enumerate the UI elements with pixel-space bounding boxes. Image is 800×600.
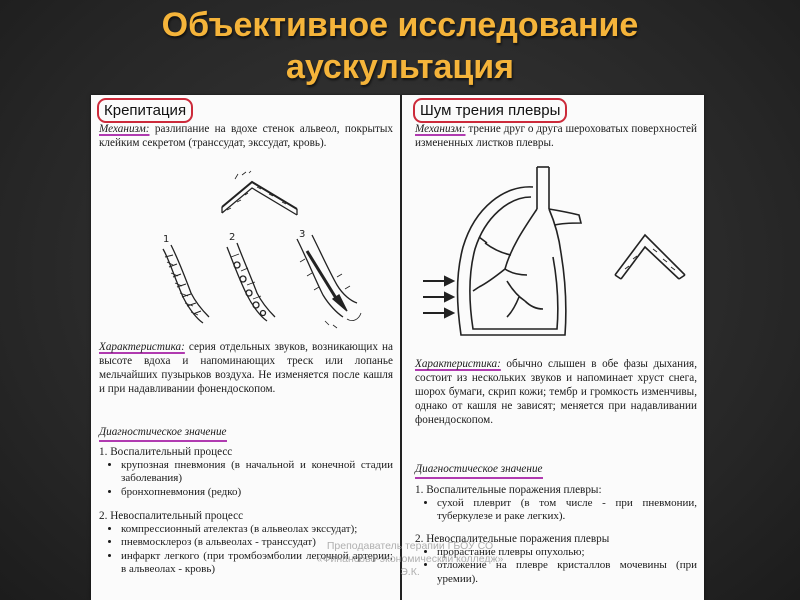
group1-title: 1. Воспалительный процесс	[99, 446, 233, 458]
pleural-diag-group1: 1. Воспалительные поражения плевры: сухо…	[415, 483, 697, 524]
crepitation-column: Крепитация Механизм: разлипание на вдохе…	[97, 95, 395, 600]
slide-title-line2: аускультация	[285, 48, 515, 86]
stage-3-label: 3	[299, 229, 305, 240]
mechanism-text: разлипание на вдохе стенок альвеол, покр…	[99, 123, 393, 149]
pleural-diag-group2: 2. Невоспалительные поражения плевры про…	[415, 532, 697, 586]
slide-title-line1: Объективное исследование	[161, 6, 639, 44]
characteristic-label: Характеристика:	[415, 358, 501, 370]
mechanism-label: Механизм:	[99, 123, 150, 135]
list-item: пневмосклероз (в альвеолах - транссудат)	[121, 536, 393, 549]
lung-pleura-drawing	[423, 166, 686, 336]
mechanism-label: Механизм:	[415, 123, 466, 135]
footer-line2: «Финансово-экономический колледж»	[316, 553, 504, 565]
column-divider	[400, 95, 402, 600]
crepitation-diag-title: Диагностическое значение	[99, 425, 227, 442]
alveoli-drawing: 1 2 3	[162, 170, 362, 329]
footer-line3: Э.К.	[400, 566, 420, 578]
crepitation-heading: Крепитация	[97, 98, 194, 123]
characteristic-text: обычно слышен в обе фазы дыхания, состои…	[415, 358, 697, 426]
list-item: отложение на плевре кристаллов мочевины …	[437, 559, 697, 586]
pleural-friction-heading: Шум трения плевры	[413, 98, 568, 123]
list-item: компрессионный ателектаз (в альвеолах эк…	[121, 523, 393, 536]
pleural-characteristic: Характеристика: обычно слышен в обе фазы…	[415, 357, 697, 427]
stage-1-label: 1	[163, 234, 169, 245]
group2-title: 2. Невоспалительные поражения плевры	[415, 533, 610, 545]
scanned-sheet: Крепитация Механизм: разлипание на вдохе…	[91, 95, 704, 600]
characteristic-label: Характеристика:	[99, 341, 185, 353]
list-item: прорастание плевры опухолью;	[437, 546, 697, 559]
pleural-diag-title: Диагностическое значение	[415, 462, 543, 479]
footer-line1: Преподаватель терапии ГБОУ СО	[326, 540, 494, 552]
list-item: сухой плеврит (в том числе - при пневмон…	[437, 497, 697, 524]
list-item: крупозная пневмония (в начальной и конеч…	[121, 459, 393, 486]
list-item: инфаркт легкого (при тромбоэмболии легоч…	[121, 550, 393, 577]
footer-watermark: Преподаватель терапии ГБОУ СО «Финансово…	[230, 540, 590, 579]
stage-2-label: 2	[229, 232, 235, 243]
characteristic-text: серия отдельных звуков, возникающих на в…	[99, 341, 393, 395]
crepitation-mechanism: Механизм: разлипание на вдохе стенок аль…	[99, 122, 393, 150]
list-item: бронхопневмония (редко)	[121, 486, 393, 499]
crepitation-characteristic: Характеристика: серия отдельных звуков, …	[99, 340, 393, 396]
group1-title: 1. Воспалительные поражения плевры:	[415, 484, 602, 496]
pleural-mechanism: Механизм: трение друг о друга шероховаты…	[415, 122, 697, 150]
crepitation-diag-group2: 2. Невоспалительный процесс компрессионн…	[99, 509, 393, 577]
slide-title: Объективное исследование аускультация	[0, 4, 800, 88]
pleural-friction-column: Шум трения плевры Механизм: трение друг …	[413, 95, 697, 600]
crepitation-diag-group1: 1. Воспалительный процесс крупозная пнев…	[99, 445, 393, 499]
group2-title: 2. Невоспалительный процесс	[99, 510, 244, 522]
mechanism-text: трение друг о друга шероховатых поверхно…	[415, 123, 697, 149]
